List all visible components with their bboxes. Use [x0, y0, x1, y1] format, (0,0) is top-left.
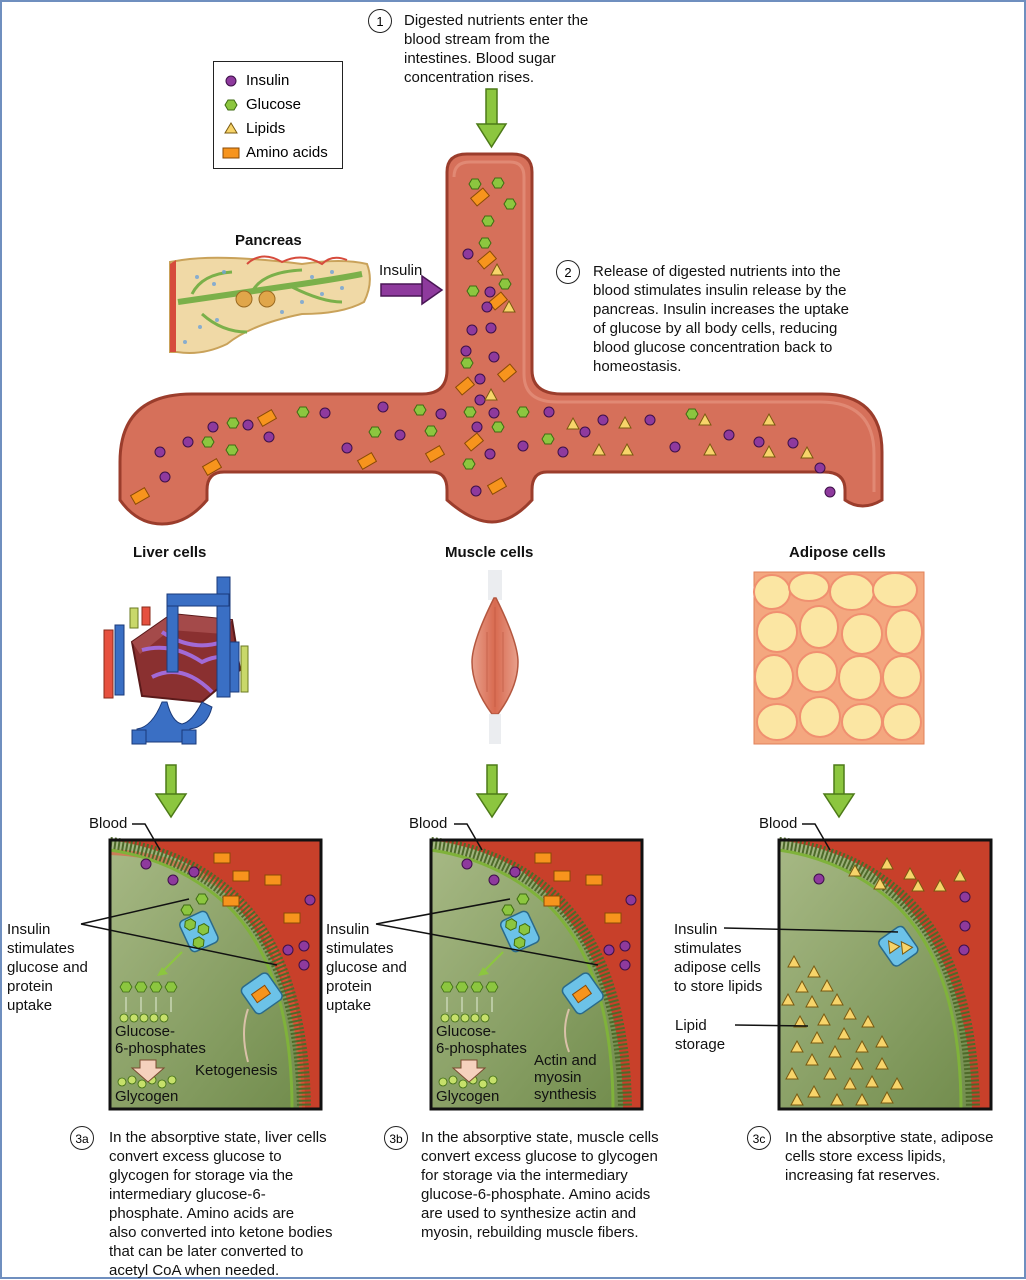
- actin-myosin-label: Actin and myosin synthesis: [534, 1052, 597, 1103]
- legend-lipids-label: Lipids: [246, 120, 286, 137]
- insulin-arrow-label: Insulin: [379, 262, 423, 279]
- legend-insulin-label: Insulin: [246, 72, 290, 89]
- muscle-illustration: [471, 570, 519, 744]
- g6p-line: 6-phosphates: [115, 1040, 206, 1057]
- muscle-callout: Insulin stimulates glucose and protein u…: [326, 920, 426, 1015]
- panel-muscle: [430, 837, 642, 1110]
- liver-lobule-illustration: [103, 576, 249, 745]
- storage-line: Lipid: [675, 1017, 707, 1034]
- step1-line: concentration rises.: [404, 69, 535, 86]
- caption-line: In the absorptive state, muscle cells: [421, 1129, 659, 1146]
- step3b-number: 3b: [384, 1126, 408, 1150]
- pancreas-title: Pancreas: [235, 232, 302, 249]
- liver-blood-label: Blood: [89, 815, 128, 832]
- legend-amino-acids-label: Amino acids: [246, 144, 328, 161]
- liver-glycogen-label: Glycogen: [115, 1088, 179, 1105]
- adipose-cells-title: Adipose cells: [789, 544, 886, 561]
- muscle-caption: In the absorptive state, muscle cells co…: [421, 1128, 721, 1242]
- step2-line: homeostasis.: [593, 358, 682, 375]
- step2-line: pancreas. Insulin increases the uptake: [593, 301, 849, 318]
- callout-line: stimulates: [326, 940, 394, 957]
- panel-liver: [109, 837, 321, 1110]
- liver-g6p-label: Glucose- 6-phosphates: [115, 1023, 206, 1057]
- caption-line: acetyl CoA when needed.: [109, 1262, 280, 1279]
- legend: Insulin Glucose Lipids Amino acids: [213, 61, 343, 169]
- caption-line: glycogen for storage via the: [109, 1167, 294, 1184]
- step1-line: Digested nutrients enter the: [404, 12, 589, 29]
- liver-callout: Insulin stimulates glucose and protein u…: [7, 920, 107, 1015]
- callout-line: protein: [7, 978, 53, 995]
- caption-line: also converted into ketone bodies: [109, 1224, 333, 1241]
- legend-glucose-label: Glucose: [246, 96, 302, 113]
- step2-line: of glucose by all body cells, reducing: [593, 320, 838, 337]
- caption-line: are used to synthesize actin and: [421, 1205, 637, 1222]
- panel-adipose: [778, 837, 991, 1110]
- caption-line: myosin, rebuilding muscle fibers.: [421, 1224, 639, 1241]
- callout-line: Insulin: [674, 921, 718, 938]
- caption-line: phosphate. Amino acids are: [109, 1205, 295, 1222]
- storage-line: storage: [675, 1036, 726, 1053]
- synthesis-line: synthesis: [534, 1086, 597, 1103]
- step1-text: Digested nutrients enter the blood strea…: [404, 11, 644, 87]
- step2-text: Release of digested nutrients into the b…: [593, 262, 913, 376]
- lipid-storage-label: Lipid storage: [675, 1016, 725, 1054]
- muscle-blood-label: Blood: [409, 815, 448, 832]
- step2-line: Release of digested nutrients into the: [593, 263, 841, 280]
- g6p-line: Glucose-: [115, 1023, 176, 1040]
- caption-line: increasing fat reserves.: [785, 1167, 941, 1184]
- g6p-line: Glucose-: [436, 1023, 497, 1040]
- callout-line: glucose and: [7, 959, 88, 976]
- synthesis-line: Actin and: [534, 1052, 597, 1069]
- liver-cells-title: Liver cells: [133, 544, 207, 561]
- step1-arrow: [475, 88, 508, 149]
- caption-line: glucose-6-phosphate. Amino acids: [421, 1186, 651, 1203]
- callout-line: Insulin: [326, 921, 370, 938]
- step3a-number: 3a: [70, 1126, 94, 1150]
- muscle-glycogen-label: Glycogen: [436, 1088, 500, 1105]
- callout-line: stimulates: [674, 940, 742, 957]
- step1-line: intestines. Blood sugar: [404, 50, 556, 67]
- insulin-arrow: [380, 274, 444, 306]
- down-arrows: [154, 764, 856, 819]
- muscle-cells-title: Muscle cells: [445, 544, 534, 561]
- legend-swatches: [222, 75, 240, 159]
- blood-vessel: [118, 152, 884, 526]
- caption-line: In the absorptive state, liver cells: [109, 1129, 327, 1146]
- callout-line: protein: [326, 978, 372, 995]
- pancreas-illustration: [169, 255, 371, 354]
- step1-number: 1: [368, 9, 392, 33]
- adipose-blood-label: Blood: [759, 815, 798, 832]
- callout-line: stimulates: [7, 940, 75, 957]
- callout-line: Insulin: [7, 921, 51, 938]
- liver-caption: In the absorptive state, liver cells con…: [109, 1128, 389, 1280]
- caption-line: cells store excess lipids,: [785, 1148, 946, 1165]
- adipose-illustration: [753, 571, 925, 745]
- step2-line: blood glucose concentration back to: [593, 339, 833, 356]
- step2-line: blood stimulates insulin release by the: [593, 282, 847, 299]
- step3c-number: 3c: [747, 1126, 771, 1150]
- adipose-callout: Insulin stimulates adipose cells to stor…: [674, 920, 784, 996]
- ketogenesis-label: Ketogenesis: [195, 1062, 278, 1079]
- caption-line: convert excess glucose to glycogen: [421, 1148, 658, 1165]
- step1-line: blood stream from the: [404, 31, 550, 48]
- caption-line: for storage via the intermediary: [421, 1167, 628, 1184]
- g6p-line: 6-phosphates: [436, 1040, 527, 1057]
- leader-lines: [80, 823, 899, 1027]
- step2-number: 2: [556, 260, 580, 284]
- callout-line: adipose cells: [674, 959, 761, 976]
- caption-line: In the absorptive state, adipose: [785, 1129, 994, 1146]
- callout-line: uptake: [326, 997, 372, 1014]
- caption-line: intermediary glucose-6-: [109, 1186, 266, 1203]
- callout-line: to store lipids: [674, 978, 763, 995]
- callout-line: uptake: [7, 997, 53, 1014]
- caption-line: convert excess glucose to: [109, 1148, 282, 1165]
- muscle-g6p-label: Glucose- 6-phosphates: [436, 1023, 527, 1057]
- caption-line: that can be later converted to: [109, 1243, 304, 1260]
- callout-line: glucose and: [326, 959, 407, 976]
- adipose-caption: In the absorptive state, adipose cells s…: [785, 1128, 1020, 1185]
- synthesis-line: myosin: [534, 1069, 582, 1086]
